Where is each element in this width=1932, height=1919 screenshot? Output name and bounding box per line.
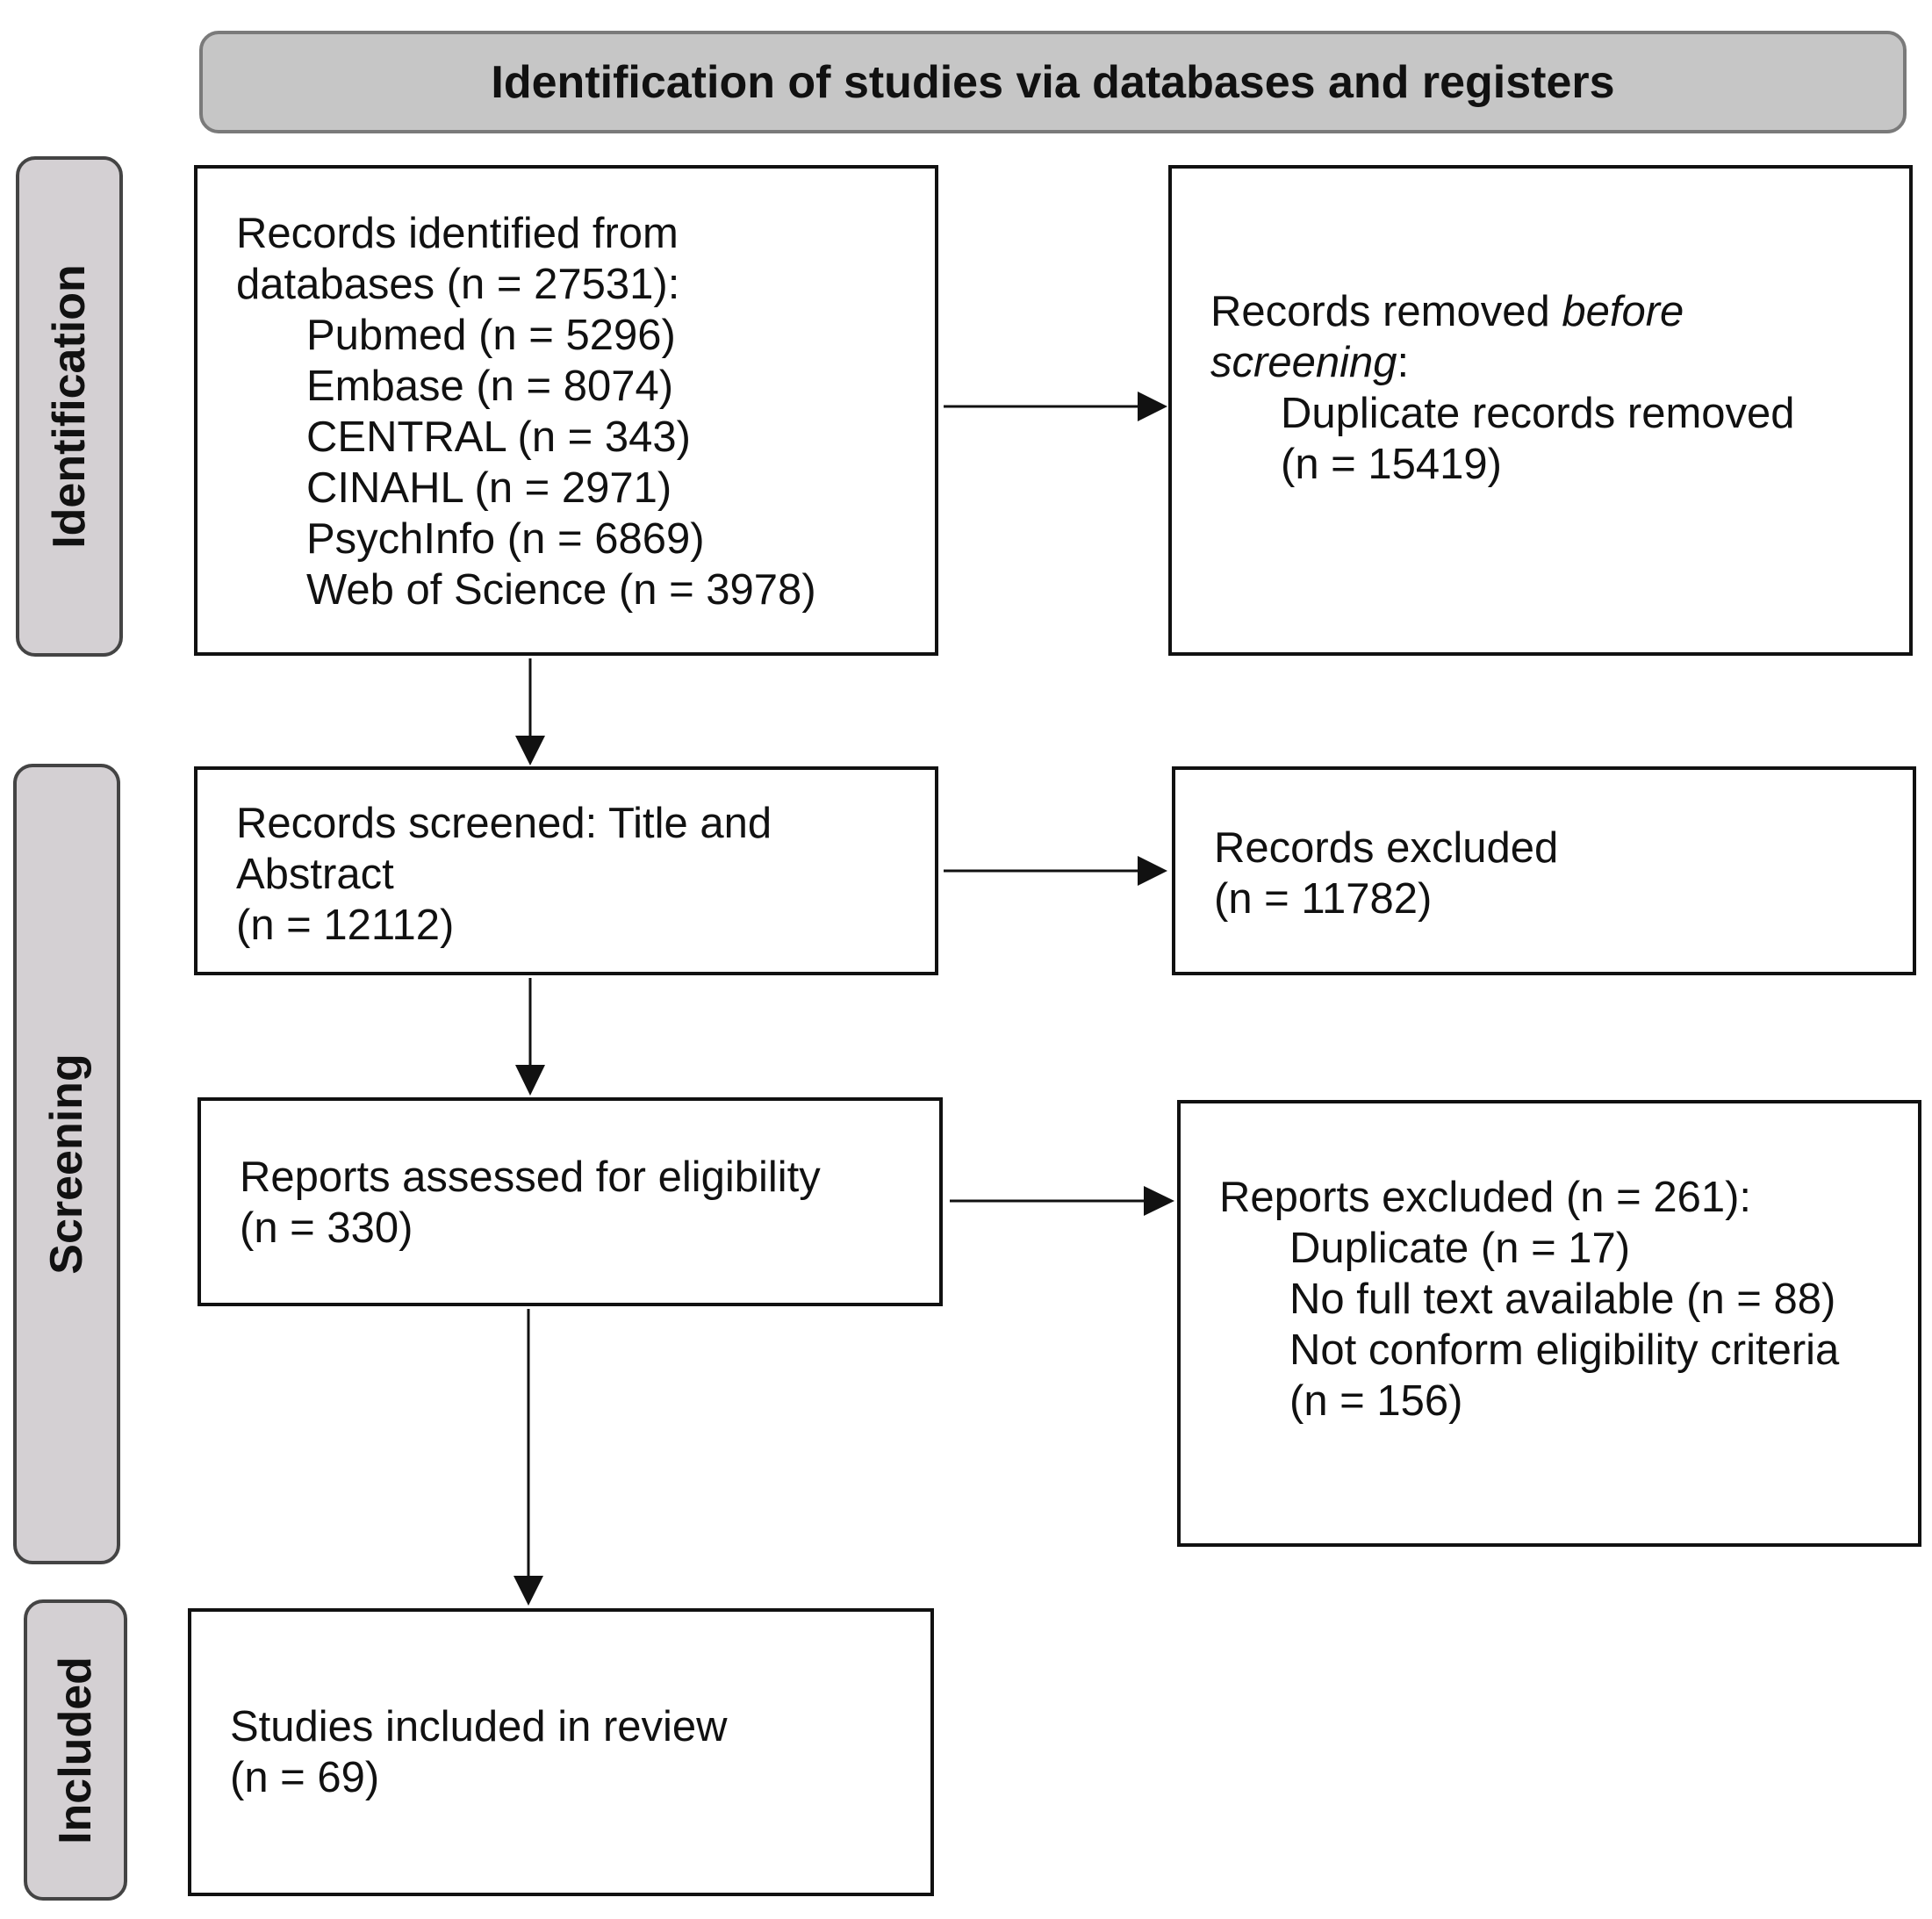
header-title: Identification of studies via databases … bbox=[491, 56, 1615, 108]
reports-excluded-box: Reports excluded (n = 261): Duplicate (n… bbox=[1177, 1100, 1921, 1547]
reports-excluded-title: Reports excluded (n = 261): bbox=[1219, 1174, 1752, 1221]
reports-assessed-box: Reports assessed for eligibility (n = 33… bbox=[198, 1097, 943, 1306]
records-removed-line2: screening: bbox=[1210, 339, 1410, 386]
records-identified-title-line1: Records identified from bbox=[236, 210, 679, 257]
records-excluded-box: Records excluded (n = 11782) bbox=[1172, 766, 1916, 975]
records-excluded-line1: Records excluded bbox=[1214, 824, 1559, 872]
source-central: CENTRAL (n = 343) bbox=[306, 413, 691, 461]
records-identified-title-line2: databases (n = 27531): bbox=[236, 261, 680, 308]
records-screened-box: Records screened: Title and Abstract (n … bbox=[194, 766, 938, 975]
arrowhead-down-2 bbox=[515, 1065, 545, 1096]
records-removed-box: Records removed before screening: Duplic… bbox=[1168, 165, 1913, 656]
header-bar: Identification of studies via databases … bbox=[199, 31, 1907, 133]
duplicate-records-line2: (n = 15419) bbox=[1281, 441, 1502, 488]
reports-excluded-item-not-conform-count: (n = 156) bbox=[1289, 1377, 1463, 1425]
reports-excluded-item-not-conform: Not conform eligibility criteria bbox=[1289, 1326, 1840, 1374]
reports-excluded-item-duplicate: Duplicate (n = 17) bbox=[1289, 1225, 1631, 1272]
stage-tab-identification: Identification bbox=[16, 156, 123, 657]
source-web-of-science: Web of Science (n = 3978) bbox=[306, 566, 816, 614]
studies-included-box: Studies included in review (n = 69) bbox=[188, 1608, 934, 1896]
reports-excluded-item-no-full-text: No full text available (n = 88) bbox=[1289, 1276, 1836, 1323]
source-pubmed: Pubmed (n = 5296) bbox=[306, 312, 676, 359]
records-screened-line2: Abstract bbox=[236, 851, 394, 898]
arrowhead-down-3 bbox=[514, 1576, 543, 1606]
studies-included-line1: Studies included in review bbox=[230, 1703, 728, 1750]
records-screened-line1: Records screened: Title and bbox=[236, 800, 772, 847]
arrowhead-right-3 bbox=[1144, 1186, 1174, 1216]
stage-tab-included: Included bbox=[24, 1599, 127, 1901]
stage-tab-screening: Screening bbox=[13, 764, 120, 1564]
records-screened-line3: (n = 12112) bbox=[236, 902, 455, 949]
reports-assessed-line2: (n = 330) bbox=[240, 1204, 413, 1252]
records-excluded-line2: (n = 11782) bbox=[1214, 875, 1433, 923]
records-identified-box: Records identified from databases (n = 2… bbox=[194, 165, 938, 656]
duplicate-records-line1: Duplicate records removed bbox=[1281, 390, 1795, 437]
reports-assessed-line1: Reports assessed for eligibility bbox=[240, 1154, 821, 1201]
arrowhead-right-1 bbox=[1138, 392, 1167, 421]
source-embase: Embase (n = 8074) bbox=[306, 363, 674, 410]
source-cinahl: CINAHL (n = 2971) bbox=[306, 464, 672, 512]
arrowhead-right-2 bbox=[1138, 856, 1167, 886]
source-psychinfo: PsychInfo (n = 6869) bbox=[306, 515, 705, 563]
arrowhead-down-1 bbox=[515, 736, 545, 765]
records-removed-line1: Records removed before bbox=[1210, 288, 1684, 335]
studies-included-line2: (n = 69) bbox=[230, 1754, 380, 1801]
